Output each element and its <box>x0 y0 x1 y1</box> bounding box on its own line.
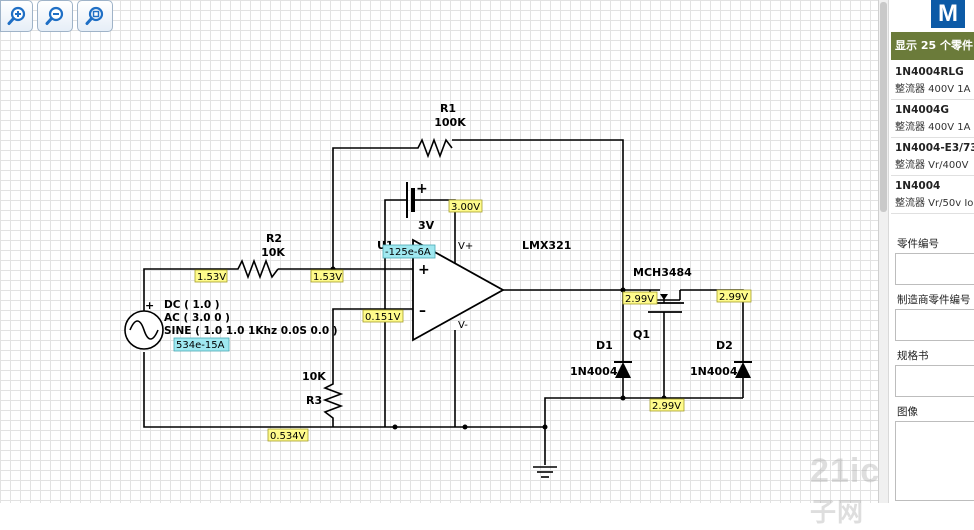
probe-v-r2-left[interactable]: 1.53V <box>194 269 228 283</box>
zoom-in-icon <box>7 6 25 25</box>
part-description: 整流器 400V 1A <box>895 122 971 133</box>
ground-symbol <box>533 466 557 478</box>
svg-text:-125e-6A: -125e-6A <box>385 247 431 258</box>
opamp-in-minus: – <box>419 303 426 319</box>
probe-v-ground[interactable]: 0.534V <box>267 428 309 442</box>
brand-logo[interactable]: M <box>931 0 965 28</box>
detail-label: 制造商零件编号 <box>897 294 971 306</box>
detail-image: 图像 <box>891 404 974 501</box>
probe-v-drain[interactable]: 2.99V <box>622 291 658 305</box>
opamp-vminus: V- <box>458 320 468 331</box>
opamp-lmx321[interactable]: + – V+ V- LMX321 U1 <box>377 238 571 342</box>
schematic-canvas[interactable]: R1 100K R2 10K 10K R3 + 3V + – V+ <box>0 0 878 503</box>
list-item[interactable]: 1N4004G 整流器 400V 1A <box>891 100 974 138</box>
zoom-fit-button[interactable] <box>77 0 113 32</box>
zoom-out-button[interactable] <box>37 0 73 32</box>
r3-value: 10K <box>302 370 326 383</box>
r3-name: R3 <box>306 394 322 407</box>
ac-voltage-source[interactable]: + DC ( 1.0 ) AC ( 3.0 0 ) SINE ( 1.0 1.0… <box>124 299 338 350</box>
d2-value: 1N4004 <box>690 365 738 378</box>
diode-d1[interactable]: D1 1N4004 <box>570 339 632 378</box>
sidebar-scrollbar[interactable] <box>879 0 889 503</box>
circuit-schematic: R1 100K R2 10K 10K R3 + 3V + – V+ <box>124 102 752 478</box>
zoom-out-icon <box>45 6 64 25</box>
part-results-list: 1N4004RLG 整流器 400V 1A 1N4004G 整流器 400V 1… <box>891 62 974 214</box>
detail-field[interactable] <box>895 309 974 341</box>
part-number[interactable]: 1N4004RLG <box>895 66 964 78</box>
probe-v-r2-right[interactable]: 1.53V <box>310 269 344 283</box>
probe-v-supply[interactable]: 3.00V <box>448 199 483 213</box>
detail-datasheet: 规格书 <box>891 348 974 397</box>
parts-sidebar: M 显示 25 个零件 1N4004RLG 整流器 400V 1A 1N4004… <box>878 0 974 503</box>
brand-header: M <box>891 0 974 32</box>
detail-part-number: 零件编号 <box>891 236 974 285</box>
part-description: 整流器 Vr/400V <box>895 160 969 171</box>
battery-plus: + <box>416 181 428 197</box>
detail-label: 规格书 <box>897 350 929 362</box>
diode-d2[interactable]: D2 1N4004 <box>690 339 752 378</box>
probe-i-opamp-in[interactable]: -125e-6A <box>382 244 436 259</box>
watermark-text: 21ic <box>810 452 881 490</box>
part-description: 整流器 400V 1A <box>895 84 971 95</box>
opamp-name: LMX321 <box>522 239 571 252</box>
part-number[interactable]: 1N4004G <box>895 104 949 116</box>
scrollbar-thumb[interactable] <box>880 2 887 212</box>
opamp-vplus: V+ <box>458 241 473 252</box>
mosfet-q1[interactable]: MCH3484 Q1 <box>633 266 692 341</box>
resistor-r1[interactable]: R1 100K <box>404 102 466 159</box>
source-sine: SINE ( 1.0 1.0 1Khz 0.0S 0.0 ) <box>164 325 338 337</box>
source-dc: DC ( 1.0 ) <box>164 299 220 311</box>
probe-v-d2[interactable]: 2.99V <box>716 289 752 303</box>
list-item[interactable]: 1N4004 整流器 Vr/50v Io <box>891 176 974 214</box>
detail-field[interactable] <box>895 421 974 501</box>
r2-value: 10K <box>261 246 285 259</box>
svg-text:2.99V: 2.99V <box>652 401 681 412</box>
svg-text:534e-15A: 534e-15A <box>176 340 225 351</box>
opamp-in-plus: + <box>418 262 430 278</box>
d1-value: 1N4004 <box>570 365 618 378</box>
result-count-header: 显示 25 个零件 <box>891 32 974 60</box>
part-description: 整流器 Vr/50v Io <box>895 198 974 209</box>
part-number[interactable]: 1N4004-E3/73 <box>895 142 974 154</box>
list-item[interactable]: 1N4004-E3/73 整流器 Vr/400V <box>891 138 974 176</box>
source-ac: AC ( 3.0 0 ) <box>164 312 230 324</box>
probe-v-inverting[interactable]: 0.151V <box>362 309 404 323</box>
source-plus: + <box>145 299 154 312</box>
resistor-r3[interactable]: 10K R3 <box>302 370 344 424</box>
r1-name: R1 <box>440 102 456 115</box>
detail-field[interactable] <box>895 253 974 285</box>
detail-field[interactable] <box>895 365 974 397</box>
zoom-fit-icon <box>85 6 104 25</box>
junction-dots <box>330 266 667 430</box>
mosfet-ref: Q1 <box>633 328 650 341</box>
list-item[interactable]: 1N4004RLG 整流器 400V 1A <box>891 62 974 100</box>
detail-label: 零件编号 <box>897 238 939 250</box>
zoom-toolbar <box>0 0 113 34</box>
battery-3v[interactable]: + 3V <box>406 181 435 232</box>
svg-text:0.151V: 0.151V <box>365 312 401 323</box>
probe-v-source-node[interactable]: 2.99V <box>649 398 685 412</box>
wires <box>143 139 744 465</box>
svg-text:0.534V: 0.534V <box>270 431 306 442</box>
r1-value: 100K <box>434 116 466 129</box>
mosfet-name: MCH3484 <box>633 266 692 279</box>
r2-name: R2 <box>266 232 282 245</box>
d1-name: D1 <box>596 339 613 352</box>
detail-label: 图像 <box>897 406 918 418</box>
probe-i-source[interactable]: 534e-15A <box>173 337 230 352</box>
battery-value: 3V <box>418 219 435 232</box>
svg-text:1.53V: 1.53V <box>313 272 342 283</box>
svg-text:1.53V: 1.53V <box>197 272 226 283</box>
svg-text:3.00V: 3.00V <box>451 202 480 213</box>
part-number[interactable]: 1N4004 <box>895 180 941 192</box>
zoom-in-button[interactable] <box>0 0 33 32</box>
svg-text:2.99V: 2.99V <box>625 294 654 305</box>
d2-name: D2 <box>716 339 733 352</box>
svg-text:2.99V: 2.99V <box>719 292 748 303</box>
resistor-r2[interactable]: R2 10K <box>230 232 285 280</box>
detail-mfr-part-number: 制造商零件编号 <box>891 292 974 341</box>
